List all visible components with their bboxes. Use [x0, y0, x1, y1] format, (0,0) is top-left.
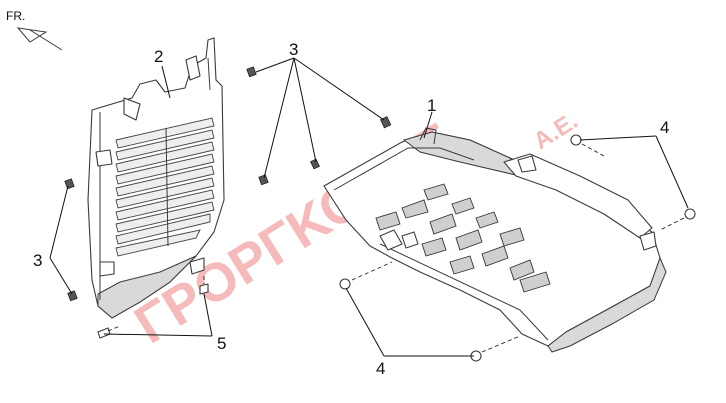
vent-slots: [375, 183, 551, 293]
callout-4-right: 4: [660, 118, 669, 137]
screw-icon: [199, 283, 209, 295]
part-1-lower-cover: [323, 127, 667, 353]
grille-louvers: [115, 117, 215, 257]
callout-1: 1: [427, 96, 436, 115]
screw-icon: [97, 327, 111, 339]
watermark-suffix: Α.Ε.: [529, 107, 583, 155]
clip-icon: [310, 158, 320, 170]
callout-3-top: 3: [289, 40, 298, 59]
callout-2: 2: [154, 47, 163, 66]
leader-lines: [49, 57, 689, 357]
part-3-clips-left: [64, 66, 269, 302]
part-4-bolts: [339, 134, 696, 362]
callout-5: 5: [217, 334, 226, 353]
orientation-label: FR.: [6, 9, 25, 23]
direction-arrow-icon: [16, 27, 48, 43]
front-direction-indicator: FR.: [6, 9, 63, 51]
clip-icon: [258, 174, 269, 186]
clip-icon: [67, 290, 78, 302]
part-5-screws: [97, 276, 209, 339]
clip-icon: [64, 178, 75, 190]
bolt-icon: [339, 278, 351, 290]
callout-4-bottom: 4: [376, 359, 385, 378]
bolt-icon: [570, 134, 582, 146]
clip-icon: [246, 66, 257, 78]
callout-3-left: 3: [33, 251, 42, 270]
bolt-icon: [684, 208, 696, 220]
part-2-grille-cover: [87, 37, 225, 319]
